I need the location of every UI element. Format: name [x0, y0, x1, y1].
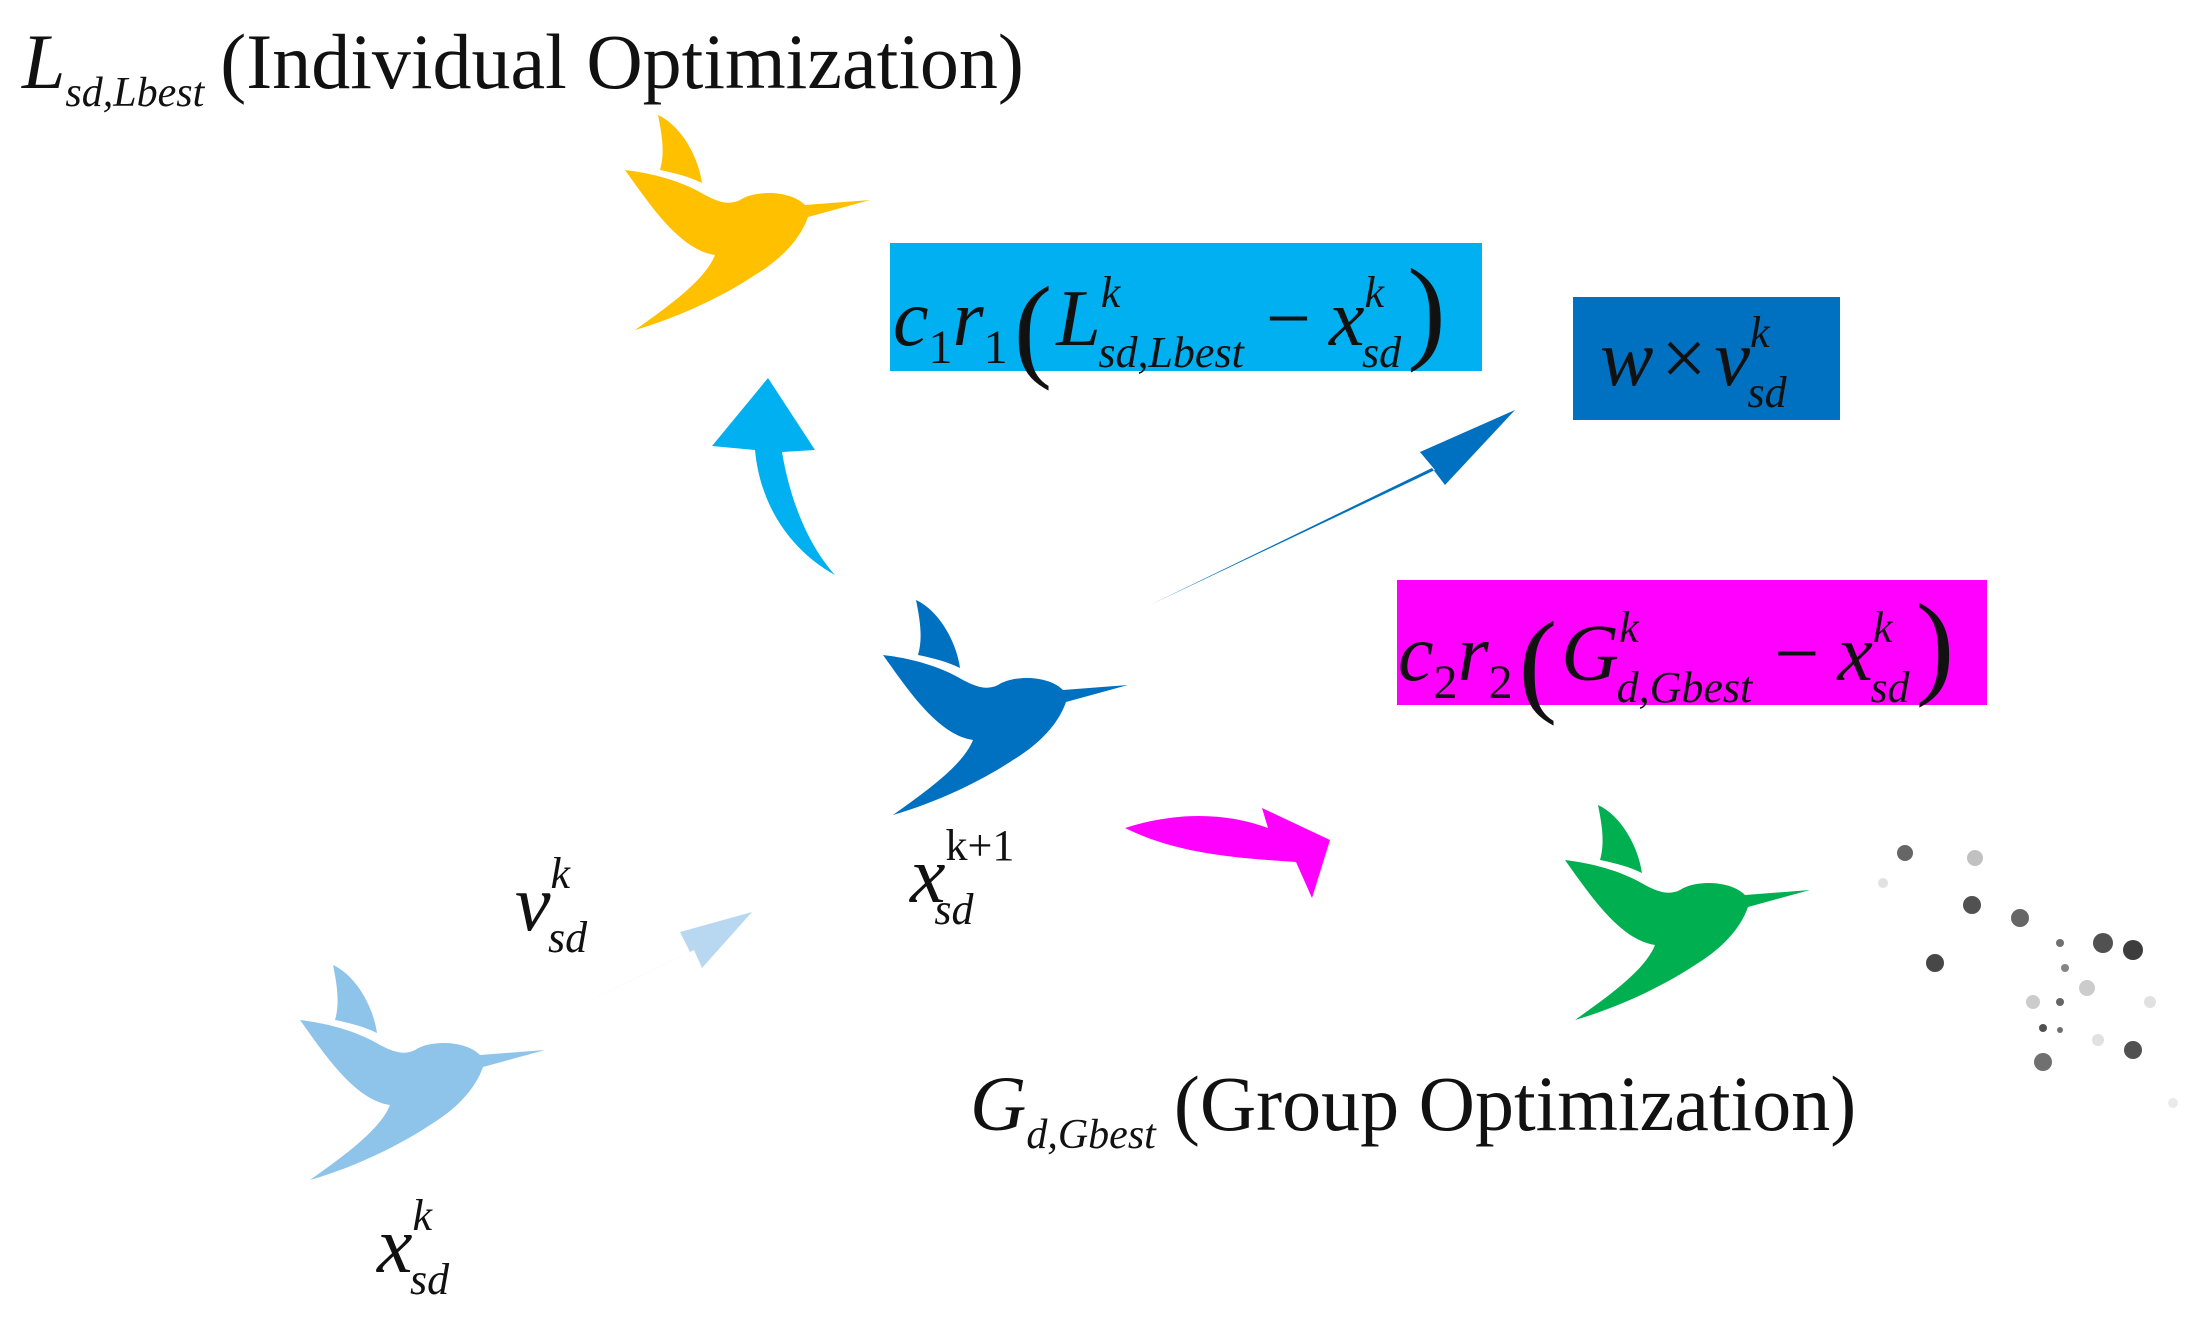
dust-particle: [2057, 1027, 2063, 1033]
social-pos-sup: k: [1873, 603, 1894, 652]
cognitive-pos: x: [1328, 275, 1365, 363]
cognitive-open-paren: (: [1014, 264, 1053, 392]
social-open-paren: (: [1519, 599, 1558, 727]
group-best-symbol: G: [970, 1060, 1026, 1147]
social-best-sub: d,Gbest: [1617, 663, 1754, 712]
cognitive-rand-sub: 1: [984, 321, 1008, 374]
social-rand-sub: 2: [1489, 656, 1513, 709]
dust-particle: [2034, 1053, 2052, 1071]
dust-particle: [2079, 980, 2095, 996]
dust-particle: [2026, 995, 2040, 1009]
dust-particles: [1878, 845, 2178, 1108]
cognitive-rand: r: [953, 275, 985, 363]
inertia-arrow: [1150, 410, 1515, 605]
dust-particle: [2168, 1098, 2178, 1108]
previous-position-sup: k: [413, 1191, 434, 1240]
cognitive-curved-arrow: [712, 378, 835, 575]
cognitive-pos-sub: sd: [1362, 328, 1402, 377]
cognitive-best: L: [1055, 275, 1101, 363]
cognitive-close-paren: ): [1407, 246, 1446, 374]
cognitive-best-sup: k: [1101, 268, 1122, 317]
inertia-times: ×: [1661, 315, 1706, 403]
inertia-vel: v: [1714, 315, 1750, 403]
inertia-term: w×vk sd: [1600, 308, 1788, 417]
individual-best-bird: [625, 115, 870, 330]
current-bird: [883, 600, 1128, 815]
previous-bird: [300, 965, 545, 1180]
social-coef-sub: 2: [1434, 656, 1458, 709]
dust-particle: [2092, 1034, 2104, 1046]
velocity-label: vk sd: [515, 849, 588, 962]
social-pos-sub: sd: [1870, 663, 1910, 712]
individual-caption: (Individual Optimization): [220, 18, 1024, 105]
hummingbird-icon: [883, 600, 1128, 815]
dust-particle: [2123, 940, 2143, 960]
dust-particle: [1926, 954, 1944, 972]
inertia-vel-sup: k: [1750, 308, 1771, 357]
group-best-label: Gd,Gbest (Group Optimization): [970, 1060, 1856, 1158]
dust-particle: [1897, 845, 1913, 861]
social-rand: r: [1458, 610, 1490, 698]
current-position-sub: sd: [934, 885, 974, 934]
cognitive-term-box: [890, 243, 1482, 371]
dust-particle: [1967, 850, 1983, 866]
current-position-symbol: x: [909, 832, 946, 920]
hummingbird-icon: [625, 115, 870, 330]
cognitive-minus: −: [1266, 275, 1311, 363]
hummingbird-icon: [300, 965, 545, 1180]
current-position-label: xk+1 sd: [909, 821, 1014, 934]
social-best: G: [1561, 610, 1619, 698]
group-caption: (Group Optimization): [1174, 1060, 1856, 1147]
group-best-bird: [1565, 805, 1810, 1020]
social-pos: x: [1836, 610, 1873, 698]
dust-particle: [2039, 1024, 2047, 1032]
cognitive-coef-sub: 1: [929, 321, 953, 374]
social-coef: c: [1398, 610, 1434, 698]
cognitive-pos-sup: k: [1364, 268, 1385, 317]
cognitive-coef: c: [893, 275, 929, 363]
dust-particle: [2061, 964, 2069, 972]
dust-particle: [2056, 998, 2064, 1006]
group-best-subscript: d,Gbest: [1026, 1112, 1157, 1158]
social-term-box: [1397, 580, 1987, 705]
velocity-sup: k: [551, 849, 572, 898]
social-close-paren: ): [1916, 581, 1955, 709]
individual-best-symbol: L: [21, 18, 65, 105]
previous-position-sub: sd: [410, 1255, 450, 1304]
dust-particle: [1963, 896, 1981, 914]
previous-position-symbol: x: [376, 1202, 413, 1290]
social-curved-arrow: [1125, 808, 1330, 898]
dust-particle: [1878, 878, 1888, 888]
dust-particle: [2093, 933, 2113, 953]
velocity-symbol: v: [515, 860, 551, 948]
cognitive-best-sub: sd,Lbest: [1098, 328, 1245, 377]
social-best-sup: k: [1619, 603, 1640, 652]
current-position-sup: k+1: [946, 821, 1015, 870]
hummingbird-icon: [1565, 805, 1810, 1020]
social-minus: −: [1774, 610, 1819, 698]
previous-position-label: xk sd: [376, 1191, 450, 1304]
individual-best-subscript: sd,Lbest: [65, 70, 205, 116]
dust-particle: [2144, 996, 2156, 1008]
inertia-term-box: [1573, 297, 1840, 420]
inertia-vel-sub: sd: [1748, 368, 1788, 417]
velocity-sub: sd: [548, 913, 588, 962]
dust-particle: [2056, 939, 2064, 947]
dust-particle: [2124, 1041, 2142, 1059]
inertia-weight: w: [1600, 315, 1653, 403]
individual-best-label: Lsd,Lbest (Individual Optimization): [21, 18, 1024, 116]
dust-particle: [2011, 909, 2029, 927]
velocity-arrow: [532, 912, 752, 1028]
